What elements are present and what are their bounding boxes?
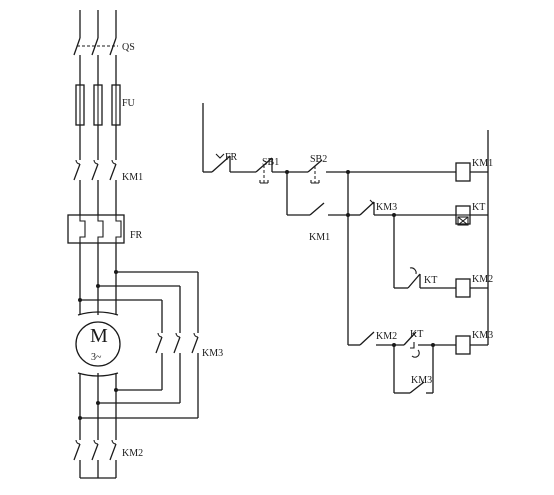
km2-delta-contacts: KM2 bbox=[73, 439, 143, 479]
km3-hold-label: KM3 bbox=[411, 375, 432, 386]
sb1-label: SB1 bbox=[262, 157, 279, 168]
fr-power-label: FR bbox=[130, 230, 143, 241]
sb2-label: SB2 bbox=[310, 154, 327, 165]
fr-thermal-relay: FR bbox=[67, 214, 143, 244]
kt-no-label: KT bbox=[410, 329, 423, 340]
km3-rung: KM2 KT KM3 KM3 bbox=[348, 329, 493, 394]
coil-km2-label: KM2 bbox=[472, 274, 493, 285]
km3-star-contacts: KM3 bbox=[80, 332, 223, 419]
km3-power-label: KM3 bbox=[202, 348, 223, 359]
km2-no-label: KM2 bbox=[376, 331, 397, 342]
motor-letter: M bbox=[90, 325, 108, 347]
km1-power-label: KM1 bbox=[122, 172, 143, 183]
motor-bottom-lines bbox=[78, 373, 118, 440]
coil-km3 bbox=[455, 335, 471, 355]
coil-km3-label: KM3 bbox=[472, 330, 493, 341]
km1-hold-label: KM1 bbox=[309, 232, 330, 243]
km2-power-label: KM2 bbox=[122, 448, 143, 459]
fu-fuses: FU bbox=[75, 84, 136, 160]
coil-km1 bbox=[455, 162, 471, 182]
sb1-stop-button: SB1 bbox=[255, 157, 308, 184]
motor-feed-lines bbox=[78, 243, 199, 333]
supply-lines bbox=[79, 10, 117, 38]
km1-rung: KM1 bbox=[348, 158, 493, 182]
km1-hold-contact: KM1 bbox=[286, 172, 350, 345]
qs-label: QS bbox=[122, 42, 135, 53]
motor: M 3~ bbox=[75, 311, 121, 377]
km3-nc-label: KM3 bbox=[376, 202, 397, 213]
sb2-start-button: SB2 bbox=[307, 154, 350, 184]
fr-control-label: FR bbox=[225, 152, 238, 163]
control-circuit: FR SB1 SB2 bbox=[202, 103, 493, 394]
fu-label: FU bbox=[122, 98, 136, 109]
km2-rung: KT KM2 bbox=[393, 215, 493, 298]
motor-phase: 3~ bbox=[91, 352, 102, 363]
coil-km2 bbox=[455, 278, 471, 298]
fr-nc-contact: FR bbox=[211, 152, 256, 173]
kt-rung: KM3 KT bbox=[348, 199, 488, 226]
km1-main-contacts: KM1 bbox=[73, 159, 143, 215]
coil-kt-label: KT bbox=[472, 202, 485, 213]
coil-km1-label: KM1 bbox=[472, 158, 493, 169]
kt-nc-label: KT bbox=[424, 275, 437, 286]
power-circuit: QS FU KM1 bbox=[67, 10, 223, 479]
qs-switch: QS bbox=[73, 37, 135, 85]
